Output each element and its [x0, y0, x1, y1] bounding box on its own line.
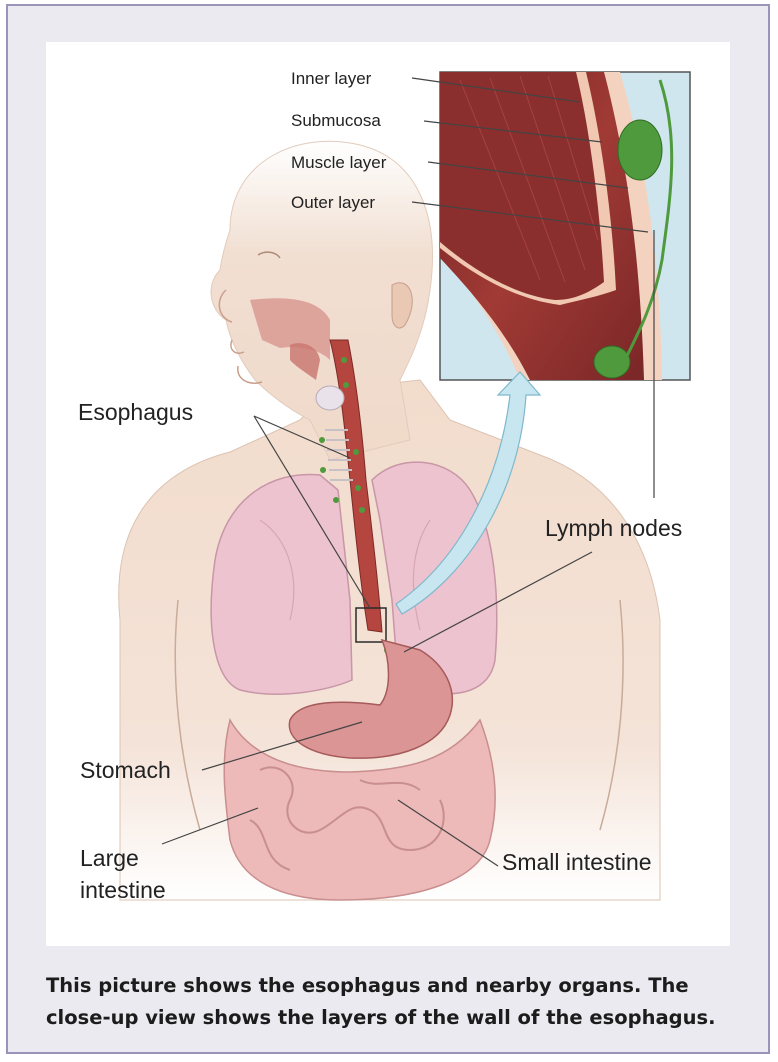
- label-large-intestine-2: intestine: [80, 877, 166, 903]
- label-small-intestine: Small intestine: [502, 849, 652, 875]
- label-outer-layer: Outer layer: [291, 193, 375, 212]
- label-large-intestine-1: Large: [80, 845, 139, 871]
- figure-caption: This picture shows the esophagus and nea…: [46, 970, 746, 1034]
- label-stomach: Stomach: [80, 757, 171, 783]
- label-esophagus: Esophagus: [78, 399, 193, 425]
- esophagus-closeup-inset: [440, 72, 690, 380]
- label-submucosa: Submucosa: [291, 111, 381, 130]
- label-inner-layer: Inner layer: [291, 69, 372, 88]
- label-muscle-layer: Muscle layer: [291, 153, 387, 172]
- head: [211, 141, 432, 460]
- label-lymph-nodes: Lymph nodes: [545, 515, 682, 541]
